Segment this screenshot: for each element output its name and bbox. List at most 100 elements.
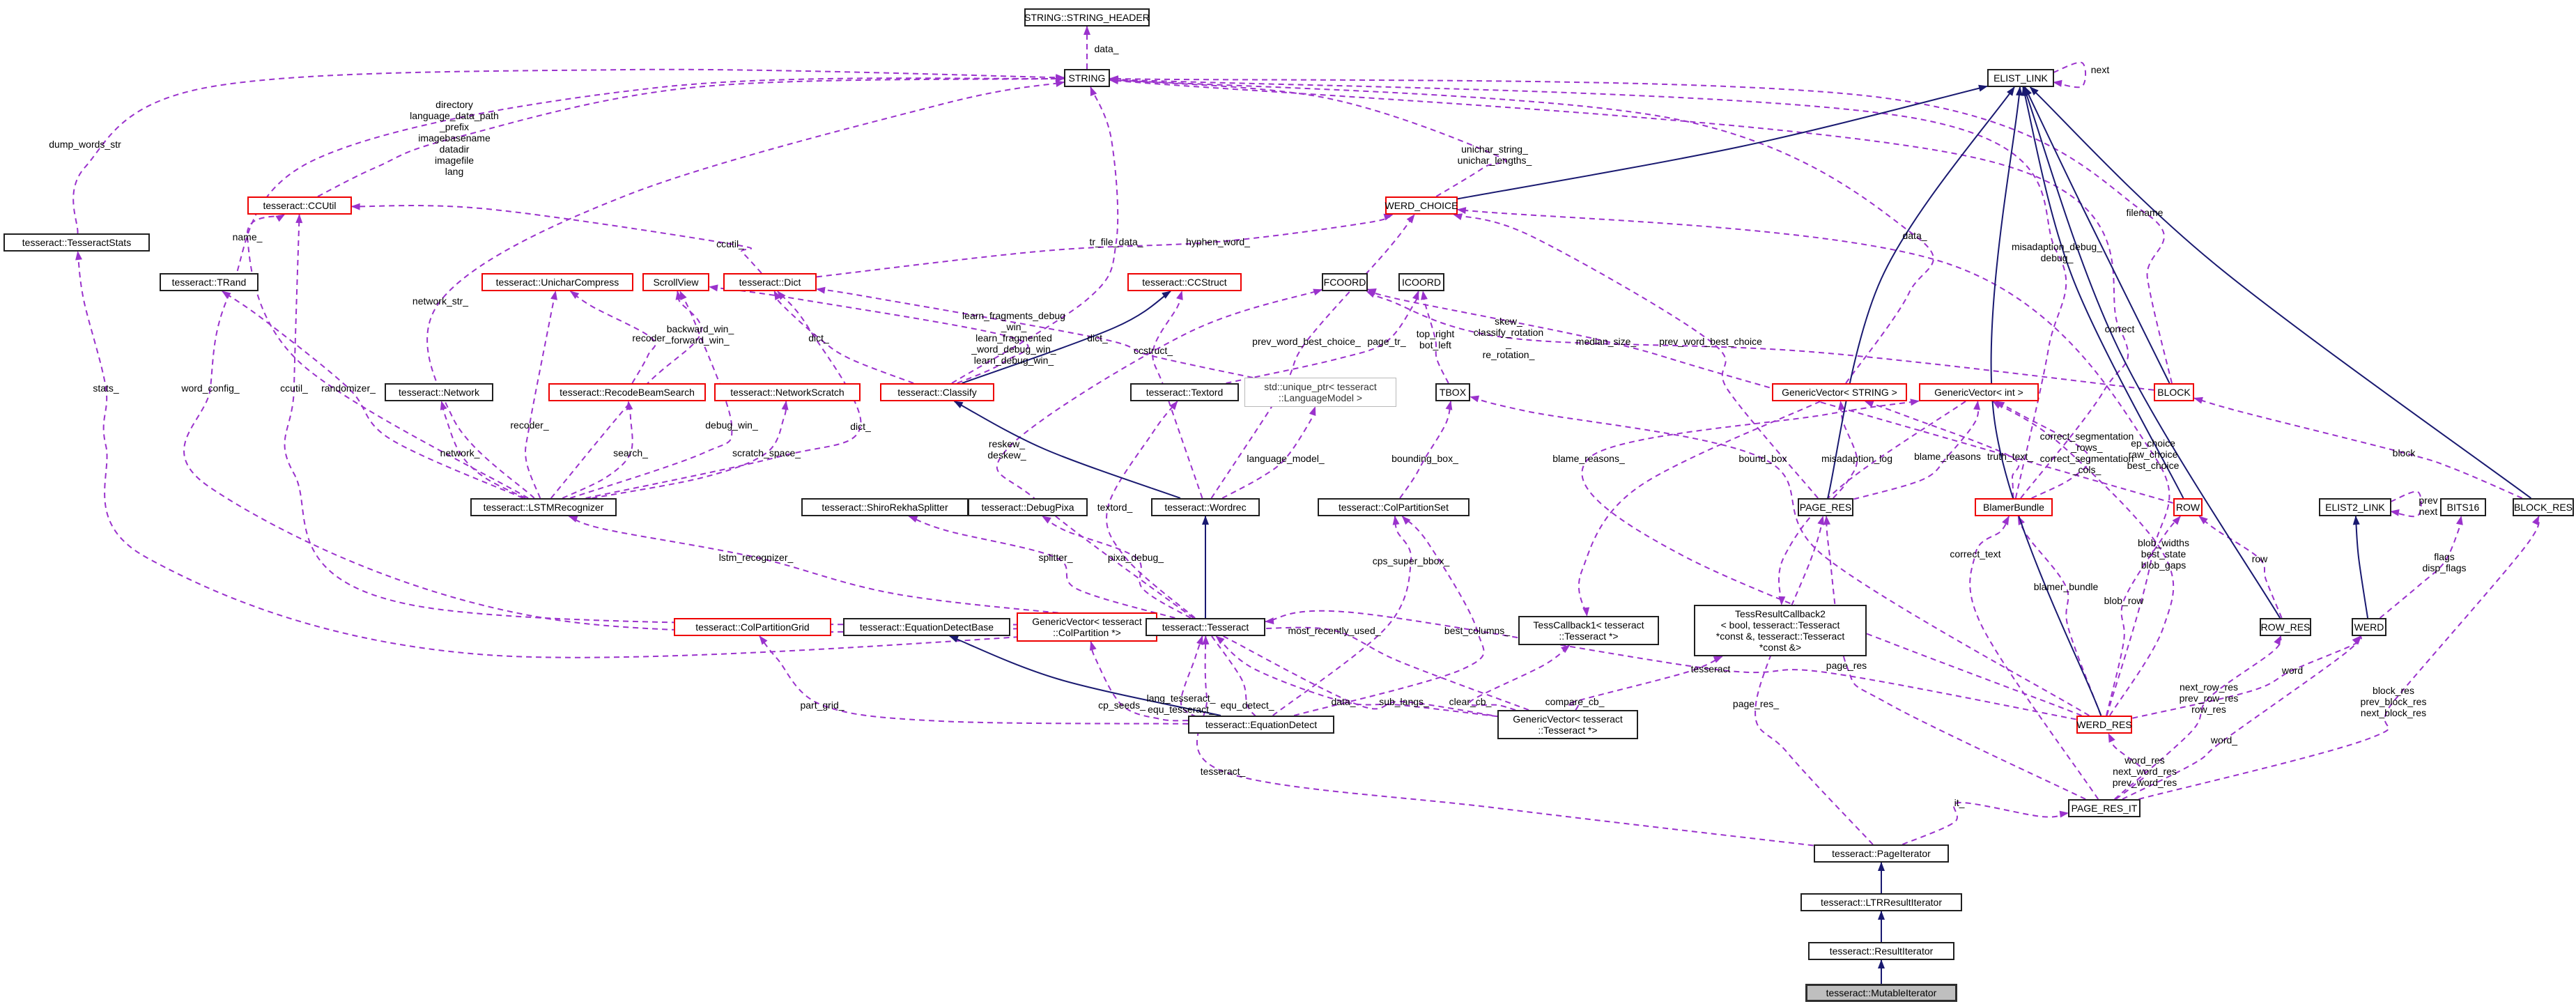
- node-lstm[interactable]: tesseract::LSTMRecognizer: [470, 498, 617, 516]
- edge-label-lstm-recognizer-: lstm_recognizer_: [718, 552, 794, 563]
- edge-gvtess-to-cb2: [1566, 656, 1723, 711]
- edge-tesseract-to-shiro: [908, 516, 1175, 619]
- node-langmodel[interactable]: std::unique_ptr< tesseract::LanguageMode…: [1244, 378, 1396, 407]
- node-block[interactable]: BLOCK: [2154, 383, 2194, 401]
- edge-label-word-config-: word_config_: [181, 383, 240, 394]
- node-cpgrid[interactable]: tesseract::ColPartitionGrid: [674, 618, 831, 636]
- edge-page_res-to-elist_link: [1827, 86, 2015, 499]
- edge-label-dict-: dict_: [808, 332, 829, 343]
- edge-tesseract-to-eqdetect: [1211, 635, 1264, 725]
- node-bits16[interactable]: BITS16: [2440, 498, 2486, 516]
- node-ccutil[interactable]: tesseract::CCUtil: [247, 196, 352, 215]
- node-debugpixa[interactable]: tesseract::DebugPixa: [968, 498, 1088, 516]
- edge-label-blame-reasons-: blame_reasons_: [1552, 453, 1625, 464]
- edge-tesseract-to-ccutil: [284, 214, 1146, 626]
- node-wordrec[interactable]: tesseract::Wordrec: [1150, 498, 1260, 516]
- node-fcoord[interactable]: FCOORD: [1322, 273, 1368, 291]
- node-gvstring[interactable]: GenericVector< STRING >: [1771, 383, 1908, 401]
- node-icoord[interactable]: ICOORD: [1398, 273, 1444, 291]
- node-rbs[interactable]: tesseract::RecodeBeamSearch: [548, 383, 706, 401]
- edge-label-recoder-: recoder_: [510, 419, 549, 431]
- edge-tesseract-to-debugpixa: [1042, 516, 1191, 619]
- node-eqdetect[interactable]: tesseract::EquationDetect: [1188, 716, 1334, 734]
- edge-blamer-to-string: [1109, 77, 2129, 499]
- edge-tbox-to-icoord: [1421, 291, 1449, 384]
- node-gvcp[interactable]: GenericVector< tesseract::ColPartition *…: [1016, 612, 1158, 642]
- node-page_res[interactable]: PAGE_RES: [1797, 498, 1854, 516]
- edge-label-cp-seeds-: cp_seeds_: [1098, 700, 1146, 711]
- node-trand[interactable]: tesseract::TRand: [160, 273, 259, 291]
- edge-elist_link-to-elist_link: [2053, 61, 2087, 88]
- node-nscratch[interactable]: tesseract::NetworkScratch: [714, 383, 861, 401]
- edge-block-to-string: [1109, 75, 2173, 384]
- node-string_header[interactable]: STRING::STRING_HEADER: [1024, 8, 1150, 26]
- edge-block-to-fcoord: [1366, 291, 2154, 391]
- edge-werd_res-to-gvint: [1581, 399, 2082, 716]
- node-tesseract[interactable]: tesseract::Tesseract: [1146, 618, 1265, 636]
- node-resiter[interactable]: tesseract::ResultIterator: [1808, 942, 1954, 960]
- node-ccstruct[interactable]: tesseract::CCStruct: [1127, 273, 1242, 291]
- node-pageiter[interactable]: tesseract::PageIterator: [1813, 844, 1950, 863]
- node-string[interactable]: STRING: [1064, 69, 1110, 87]
- edge-label-network-: network_: [440, 447, 480, 458]
- node-cb1[interactable]: TessCallback1< tesseract::Tesseract *>: [1518, 616, 1660, 645]
- edge-label-search-: search_: [613, 447, 648, 458]
- node-shiro[interactable]: tesseract::ShiroRekhaSplitter: [801, 498, 969, 516]
- edge-label-filename: filename: [2126, 207, 2164, 218]
- node-tstats[interactable]: tesseract::TesseractStats: [3, 233, 150, 252]
- edge-wordrec-to-ccstruct: [1152, 291, 1203, 499]
- edge-classify-to-dict: [773, 291, 914, 384]
- edge-langmodel-to-dict: [816, 286, 1254, 378]
- node-classify[interactable]: tesseract::Classify: [879, 383, 995, 401]
- edge-label-recoder-: recoder_: [632, 332, 671, 343]
- node-ltriter[interactable]: tesseract::LTRResultIterator: [1800, 893, 1963, 911]
- node-block_res[interactable]: BLOCK_RES: [2512, 498, 2575, 516]
- edge-label-equ-detect-: equ_detect_: [1220, 700, 1274, 711]
- edge-label-debug-win-: debug_win_: [705, 419, 758, 431]
- node-blamer[interactable]: BlamerBundle: [1975, 498, 2053, 516]
- edge-label-median-size-: median_size_: [1575, 336, 1637, 347]
- edge-label-name-: name_: [232, 231, 263, 242]
- node-eqbase[interactable]: tesseract::EquationDetectBase: [842, 618, 1011, 636]
- edge-werd_choice-to-elist_link: [1457, 84, 1988, 200]
- node-cpset[interactable]: tesseract::ColPartitionSet: [1318, 498, 1470, 516]
- node-dict[interactable]: tesseract::Dict: [723, 273, 817, 291]
- node-tbox[interactable]: TBOX: [1435, 383, 1471, 401]
- edge-label-clear-cb-: clear_cb_: [1449, 696, 1492, 707]
- node-cb2[interactable]: TessResultCallback2< bool, tesseract::Te…: [1694, 605, 1867, 656]
- node-textord[interactable]: tesseract::Textord: [1129, 383, 1240, 401]
- node-scrollview[interactable]: ScrollView: [642, 273, 709, 291]
- node-page_res_it[interactable]: PAGE_RES_IT: [2068, 799, 2141, 817]
- edge-cpset-to-tbox: [1399, 401, 1453, 499]
- edge-classify-to-string: [951, 86, 1119, 384]
- edge-label-bounding-box-: bounding_box_: [1391, 453, 1458, 464]
- edge-lstm-to-network: [440, 401, 526, 499]
- node-network[interactable]: tesseract::Network: [384, 383, 494, 401]
- edge-lstm-to-scrollview: [550, 291, 702, 499]
- node-elist_link[interactable]: ELIST_LINK: [1987, 69, 2054, 87]
- edge-label-best-columns-: best_columns_: [1444, 625, 1511, 636]
- edge-page_res_it-to-row_res: [2114, 635, 2282, 800]
- edge-label-language-model-: language_model_: [1247, 453, 1325, 464]
- node-werd_res[interactable]: WERD_RES: [2076, 716, 2133, 734]
- edge-label-blamer-bundle: blamer_bundle: [2033, 581, 2099, 592]
- edge-werd_choice-to-string: [1109, 77, 1507, 197]
- edge-label-row: row: [2251, 553, 2268, 564]
- node-row[interactable]: ROW: [2173, 498, 2203, 516]
- edge-pageiter-to-page_res_it: [1902, 801, 2069, 845]
- node-werd[interactable]: WERD: [2351, 618, 2387, 636]
- edge-tesseract-to-string: [183, 75, 1146, 633]
- node-gvtess[interactable]: GenericVector< tesseract::Tesseract *>: [1497, 710, 1639, 739]
- node-elist2_link[interactable]: ELIST2_LINK: [2319, 498, 2391, 516]
- node-gvint[interactable]: GenericVector< int >: [1919, 383, 2039, 401]
- edge-label-ccstruct-: ccstruct_: [1133, 345, 1173, 356]
- edge-label-correct-segmentation: correct_segmentation_rows_correct_segmen…: [2039, 431, 2134, 475]
- node-row_res[interactable]: ROW_RES: [2260, 618, 2311, 636]
- edge-label-unichar-string-: unichar_string_unichar_lengths_: [1457, 144, 1532, 166]
- node-werd_choice[interactable]: WERD_CHOICE: [1385, 196, 1458, 215]
- edge-werd_res-to-blamer: [2017, 516, 2102, 716]
- node-unicharcompress[interactable]: tesseract::UnicharCompress: [481, 273, 633, 291]
- edge-label-word-: word_: [2210, 734, 2238, 746]
